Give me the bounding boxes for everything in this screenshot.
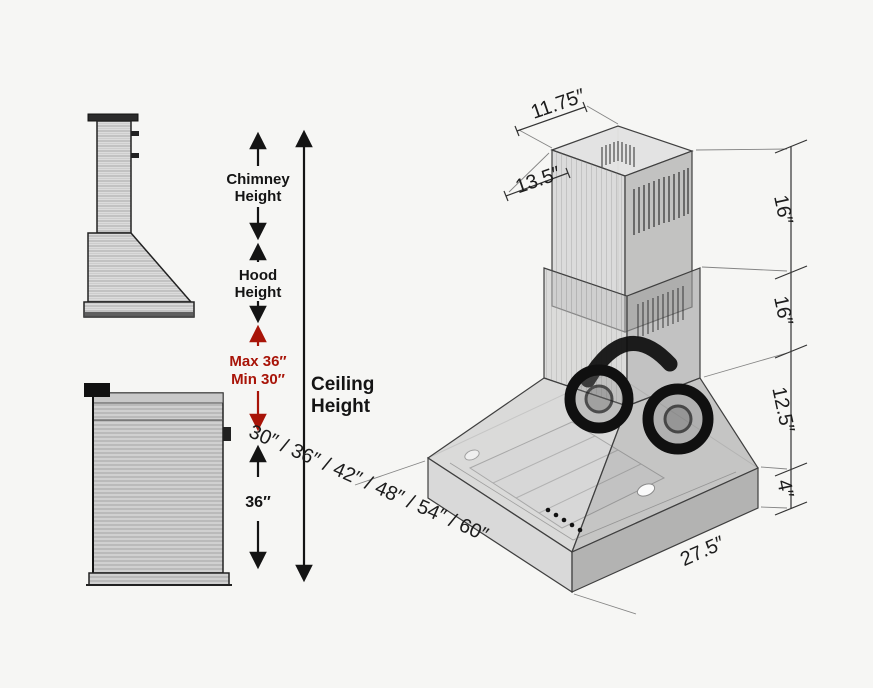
range-body bbox=[92, 392, 224, 574]
hood-height-label-line2: Height bbox=[235, 284, 282, 301]
blower-assembly bbox=[564, 336, 714, 455]
chimney-upper-vent-slots bbox=[633, 168, 689, 235]
hood-lip-right-face bbox=[571, 467, 759, 593]
side-view-hood bbox=[83, 113, 195, 318]
mount-tab-upper bbox=[131, 131, 139, 136]
chimney-duct bbox=[96, 120, 132, 234]
hood-rim-inset-line bbox=[449, 462, 737, 541]
range-top-band bbox=[92, 392, 224, 404]
hood-light-left bbox=[464, 449, 480, 461]
hood-lights bbox=[464, 449, 656, 497]
hood-height-label-line1: Hood bbox=[239, 267, 277, 284]
range-base bbox=[88, 572, 230, 586]
blower-ring-left bbox=[564, 364, 634, 434]
chimney-cap bbox=[87, 113, 139, 122]
max-mount-height-label: Max 36″ bbox=[229, 353, 286, 370]
mount-tab-lower bbox=[131, 153, 139, 158]
chimney-lower-vent-slots bbox=[637, 286, 684, 338]
blower-ring-right bbox=[642, 383, 714, 455]
chimney-height-label-line2: Height bbox=[235, 188, 282, 205]
hood-body-height-label: 12.5″ bbox=[767, 385, 798, 435]
hood-lip-height-label: 4″ bbox=[772, 478, 797, 500]
left-dimension-labels: Chimney Height Hood Height Max 36″ Min 3… bbox=[226, 171, 290, 511]
upper-chimney-height-label: 16″ bbox=[769, 193, 797, 226]
min-mount-height-label: Min 30″ bbox=[231, 371, 285, 388]
chimney-height-label-line1: Chimney bbox=[226, 171, 290, 188]
range-backguard bbox=[84, 383, 110, 397]
chimney-lower-section bbox=[543, 267, 701, 407]
hood-base-trim bbox=[84, 312, 194, 317]
hood-3d: 11.75″ 13.5″ 16″ 16″ 12.5″ bbox=[246, 85, 808, 615]
ceiling-height-label-line2: Height bbox=[311, 396, 371, 417]
chimney-top-vent-slots bbox=[601, 141, 635, 167]
ceiling-height-dimension: Ceiling Height bbox=[295, 129, 374, 583]
hood-light-right bbox=[636, 483, 656, 497]
hood-body bbox=[87, 232, 193, 303]
blower-hub-left bbox=[584, 384, 614, 414]
blower-hub-right bbox=[663, 404, 693, 434]
ceiling-height-label-line1: Ceiling bbox=[311, 374, 374, 395]
lower-chimney-height-label: 16″ bbox=[769, 294, 797, 327]
control-buttons bbox=[545, 507, 583, 533]
chimney-depth-label: 11.75″ bbox=[528, 85, 588, 124]
range-knob bbox=[223, 427, 231, 441]
range-to-hood-label: 36″ bbox=[245, 494, 271, 511]
side-view-range bbox=[84, 383, 232, 586]
